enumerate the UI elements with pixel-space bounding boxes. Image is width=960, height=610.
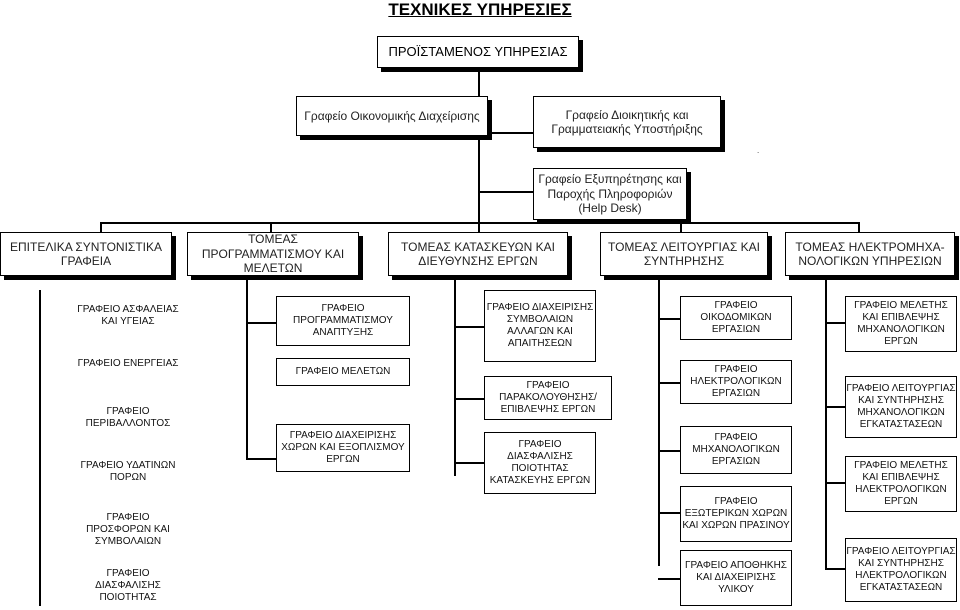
office-box: ΓΡΑΦΕΙΟ ΠΡΟΓΡΑΜΜΑΤΙΣΜΟΥ ΑΝΑΠΤΥΞΗΣ	[276, 296, 410, 346]
office-label: ΓΡΑΦΕΙΟ ΠΡΟΣΦΟΡΩΝ ΚΑΙ ΣΥΜΒΟΛΑΙΩΝ	[74, 510, 182, 550]
sector-box: ΤΟΜΕΑΣ ΛΕΙΤΟΥΡΓΙΑΣ ΚΑΙ ΣΥΝΤΗΡΗΣΗΣ	[600, 232, 768, 276]
office-box: ΓΡΑΦΕΙΟ ΜΕΛΕΤΩΝ	[276, 358, 410, 386]
office-label: ΓΡΑΦΕΙΟ ΑΣΦΑΛΕΙΑΣ ΚΑΙ ΥΓΕΙΑΣ	[74, 296, 182, 336]
office-label: ΓΡΑΦΕΙΟ ΠΕΡΙΒΑΛΛΟΝΤΟΣ	[74, 404, 182, 432]
helpdesk-office-box: Γραφείο Εξυπηρέτησης και Παροχής Πληροφο…	[533, 168, 687, 220]
stray-dot: .	[757, 146, 760, 155]
office-box: ΓΡΑΦΕΙΟ ΑΠΟΘΗΚΗΣ ΚΑΙ ΔΙΑΧΕΙΡΙΣΗΣ ΥΛΙΚΟΥ	[680, 550, 792, 606]
economic-office-box: Γραφείο Οικονομικής Διαχείρισης	[296, 96, 488, 136]
office-box: ΓΡΑΦΕΙΟ ΠΑΡΑΚΟΛΟΥΘΗΣΗΣ/ ΕΠΙΒΛΕΨΗΣ ΕΡΓΩΝ	[484, 376, 612, 420]
office-box: ΓΡΑΦΕΙΟ ΗΛΕΚΤΡΟΛΟΓΙΚΩΝ ΕΡΓΑΣΙΩΝ	[680, 360, 792, 404]
head-box: ΠΡΟΪΣΤΑΜΕΝΟΣ ΥΠΗΡΕΣΙΑΣ	[377, 36, 579, 68]
office-box: ΓΡΑΦΕΙΟ ΔΙΑΧΕΙΡΙΣΗΣ ΣΥΜΒΟΛΑΙΩΝ ΑΛΛΑΓΩΝ Κ…	[484, 290, 596, 362]
office-box: ΓΡΑΦΕΙΟ ΜΕΛΕΤΗΣ ΚΑΙ ΕΠΙΒΛΕΨΗΣ ΜΗΧΑΝΟΛΟΓΙ…	[845, 296, 957, 352]
sector-box: ΕΠΙΤΕΛΙΚΑ ΣΥΝΤΟΝΙΣΤΙΚΑ ΓΡΑΦΕΙΑ	[0, 232, 172, 276]
sector-box: ΤΟΜΕΑΣ ΗΛΕΚΤΡΟΜΗΧΑ- ΝΟΛΟΓΙΚΩΝ ΥΠΗΡΕΣΙΩΝ	[785, 232, 955, 276]
office-label: ΓΡΑΦΕΙΟ ΕΝΕΡΓΕΙΑΣ	[74, 350, 182, 378]
office-box: ΓΡΑΦΕΙΟ ΜΕΛΕΤΗΣ ΚΑΙ ΕΠΙΒΛΕΨΗΣ ΗΛΕΚΤΡΟΛΟΓ…	[845, 456, 957, 512]
office-box: ΓΡΑΦΕΙΟ ΛΕΙΤΟΥΡΓΙΑΣ ΚΑΙ ΣΥΝΤΗΡΗΣΗΣ ΜΗΧΑΝ…	[845, 376, 957, 438]
office-box: ΓΡΑΦΕΙΟ ΟΙΚΟΔΟΜΙΚΩΝ ΕΡΓΑΣΙΩΝ	[680, 296, 792, 340]
office-box: ΓΡΑΦΕΙΟ ΜΗΧΑΝΟΛΟΓΙΚΩΝ ΕΡΓΑΣΙΩΝ	[680, 426, 792, 474]
office-box: ΓΡΑΦΕΙΟ ΕΞΩΤΕΡΙΚΩΝ ΧΩΡΩΝ ΚΑΙ ΧΩΡΩΝ ΠΡΑΣΙ…	[680, 486, 792, 542]
sector-box: ΤΟΜΕΑΣ ΚΑΤΑΣΚΕΥΩΝ ΚΑΙ ΔΙΕΥΘΥΝΣΗΣ ΕΡΓΩΝ	[388, 232, 568, 276]
office-box: ΓΡΑΦΕΙΟ ΔΙΑΣΦΑΛΙΣΗΣ ΠΟΙΟΤΗΤΑΣ ΚΑΤΑΣΚΕΥΗΣ…	[484, 432, 596, 494]
office-box: ΓΡΑΦΕΙΟ ΛΕΙΤΟΥΡΓΙΑΣ ΚΑΙ ΣΥΝΤΗΡΗΣΗΣ ΗΛΕΚΤ…	[845, 538, 957, 602]
page-title: ΤΕΧΝΙΚΕΣ ΥΠΗΡΕΣΙΕΣ	[388, 0, 572, 19]
sector-box: ΤΟΜΕΑΣ ΠΡΟΓΡΑΜΜΑΤΙΣΜΟΥ ΚΑΙ ΜΕΛΕΤΩΝ	[187, 232, 359, 276]
office-box: ΓΡΑΦΕΙΟ ΔΙΑΧΕΙΡΙΣΗΣ ΧΩΡΩΝ ΚΑΙ ΕΞΟΠΛΙΣΜΟΥ…	[276, 424, 410, 472]
office-label: ΓΡΑΦΕΙΟ ΥΔΑΤΙΝΩΝ ΠΟΡΩΝ	[74, 458, 182, 486]
office-label: ΓΡΑΦΕΙΟ ΔΙΑΣΦΑΛΙΣΗΣ ΠΟΙΟΤΗΤΑΣ	[74, 566, 182, 606]
admin-office-box: Γραφείο Διοικητικής και Γραμματειακής Υπ…	[533, 96, 721, 148]
